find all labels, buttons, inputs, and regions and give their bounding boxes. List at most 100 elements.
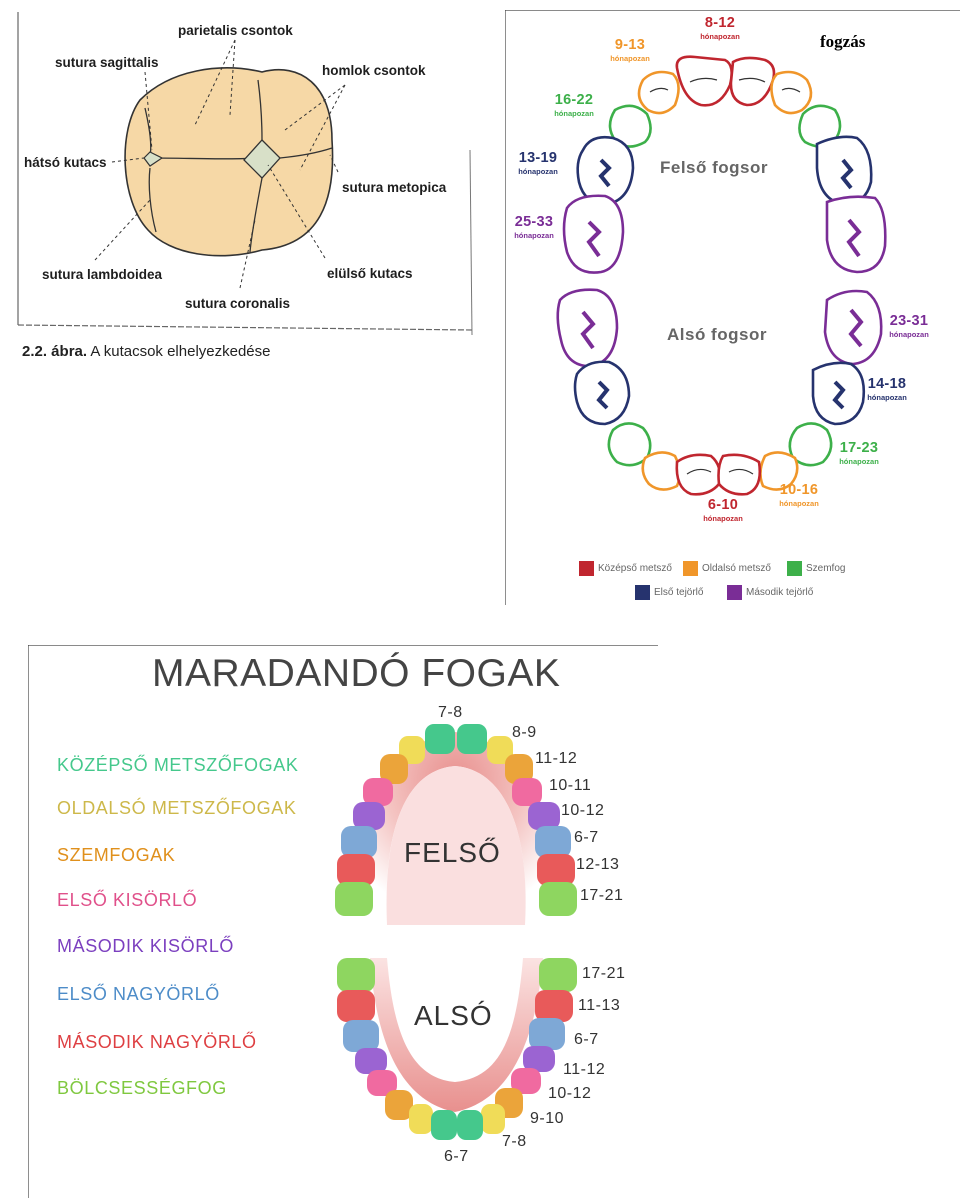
label-metopica: sutura metopica [342,180,447,195]
tooth-lower-central-right [717,453,762,496]
legend-second-molar: Második tejörlő [746,587,814,598]
tooth-upper-central-right [729,56,776,107]
upper-age-second-molar: 12-13 [576,856,620,873]
legend-first-molar: Első tejörlő [654,587,704,598]
tooth-upper-lateral-right [770,70,813,115]
tooth-upper-central-left [675,55,733,107]
lower-age-canine: 9-10 [530,1110,565,1127]
lower-age-wisdom: 17-21 [582,965,626,982]
tooth-lower-canine-right [788,422,833,467]
upper-jaw-label: FELSŐ [404,837,501,868]
age-lower-first-molar: 14-18 hónapozan [859,376,915,402]
label-elulso-kutacs: elülső kutacs [327,266,413,281]
legend-swatch-canine [787,561,802,576]
permanent-arches [335,724,577,1140]
age-unit: hónapozan [839,457,879,466]
upper-age-wisdom: 17-21 [580,887,624,904]
anterior-fontanelle [243,139,281,179]
age-upper-second-molar: 25-33 hónapozan [507,214,561,240]
legend-swatch-second-molar [727,585,742,600]
lower-arch-band [370,958,543,1112]
primary-title: fogzás [820,32,866,51]
tooth-lower-first-molar-left [573,360,631,426]
label-lambdoidea: sutura lambdoidea [42,267,163,282]
age-lower-lateral: 10-16 hónapozan [771,482,827,508]
lower-permanent-teeth [337,958,577,1140]
age-unit: hónapozan [554,109,594,118]
age-number: 17-23 [839,440,879,456]
lower-age-first-pre: 10-12 [548,1085,592,1102]
label-parietalis: parietalis csontok [178,23,293,38]
lower-age-second-molar: 11-13 [578,997,621,1014]
legend-bolcsessegfog: BÖLCSESSÉGFOG [57,1078,227,1098]
skull-drawing [17,12,473,336]
age-number: 6-10 [707,497,739,513]
tooth-upper-second-molar-left [562,194,625,274]
lower-age-first-molar: 6-7 [574,1031,599,1048]
posterior-fontanelle [143,151,164,167]
molar-zigzag-icons [580,158,864,410]
legend-masodik-kisorlo: MÁSODIK KISÖRLŐ [57,936,235,956]
age-number: 16-22 [554,92,594,108]
tooth-upper-first-molar-right [815,135,873,206]
age-unit: hónapozan [867,393,907,402]
age-number: 9-13 [614,37,646,53]
legend-szemfogak: SZEMFOGAK [57,845,176,865]
label-sagittalis: sutura sagittalis [55,55,159,70]
tooth-upper-canine-left [608,104,652,148]
upper-permanent-teeth [335,724,577,916]
legend-elso-kisorlo: ELSŐ KISÖRLŐ [57,890,198,910]
legend-swatch-first-molar [635,585,650,600]
age-lower-second-molar: 23-31 hónapozan [881,313,937,339]
age-number: 10-16 [779,482,819,498]
legend-elso-nagyorlo: ELSŐ NAGYÖRLŐ [57,984,220,1004]
age-number: 25-33 [514,214,554,230]
label-coronalis: sutura coronalis [185,296,291,311]
legend-masodik-nagyorlo: MÁSODIK NAGYÖRLŐ [57,1032,257,1052]
legend-central: Középső metsző [598,563,672,574]
age-lower-central: 6-10 hónapozan [695,497,751,523]
age-upper-canine: 16-22 hónapozan [547,92,601,118]
upper-age-first-pre: 10-11 [549,777,592,794]
legend-oldalso: OLDALSÓ METSZŐFOGAK [57,798,297,818]
legend-lateral: Oldalsó metsző [702,563,771,574]
caption-number: 2.2. ábra. [22,343,88,360]
age-number: 8-12 [704,15,736,31]
legend-canine: Szemfog [806,563,846,574]
age-upper-first-molar: 13-19 hónapozan [511,150,565,176]
legend-kozepso: KÖZÉPSŐ METSZŐFOGAK [57,755,299,775]
permanent-title: MARADANDÓ FOGAK [152,652,561,695]
tooth-upper-lateral-left [637,70,680,115]
caption-text: A kutacsok elhelyezkedése [87,343,271,360]
tooth-lower-central-left [675,453,722,496]
primary-arch-drawing [505,10,960,605]
upper-age-second-pre: 10-12 [561,802,605,819]
upper-age-canine: 11-12 [535,750,578,767]
legend-swatch-central [579,561,594,576]
label-homlok: homlok csontok [322,63,426,78]
age-number: 14-18 [867,376,907,392]
lower-jaw-label: ALSÓ [414,1000,493,1031]
age-unit: hónapozan [514,231,554,240]
age-number: 13-19 [518,150,558,166]
age-upper-central: 8-12 hónapozan [695,15,745,41]
upper-arch-label: Felső fogsor [660,158,769,177]
skull-figure: parietalis csontok sutura sagittalis hom… [0,0,490,370]
lower-arch-label: Alsó fogsor [667,325,767,344]
age-unit: hónapozan [700,32,740,41]
lower-age-second-pre: 11-12 [563,1061,606,1078]
age-unit: hónapozan [779,499,819,508]
lower-age-central: 6-7 [444,1148,469,1165]
label-hatso-kutacs: hátsó kutacs [24,155,107,170]
upper-palate [364,732,547,925]
age-upper-lateral: 9-13 hónapozan [605,37,655,63]
upper-age-central: 7-8 [438,704,463,721]
tooth-lower-second-molar-right [823,289,883,366]
lower-age-lateral: 7-8 [502,1133,527,1150]
age-number: 23-31 [889,313,929,329]
age-unit: hónapozan [518,167,558,176]
upper-age-lateral: 8-9 [512,724,537,741]
age-unit: hónapozan [610,54,650,63]
age-unit: hónapozan [703,514,743,523]
age-lower-canine: 17-23 hónapozan [831,440,887,466]
